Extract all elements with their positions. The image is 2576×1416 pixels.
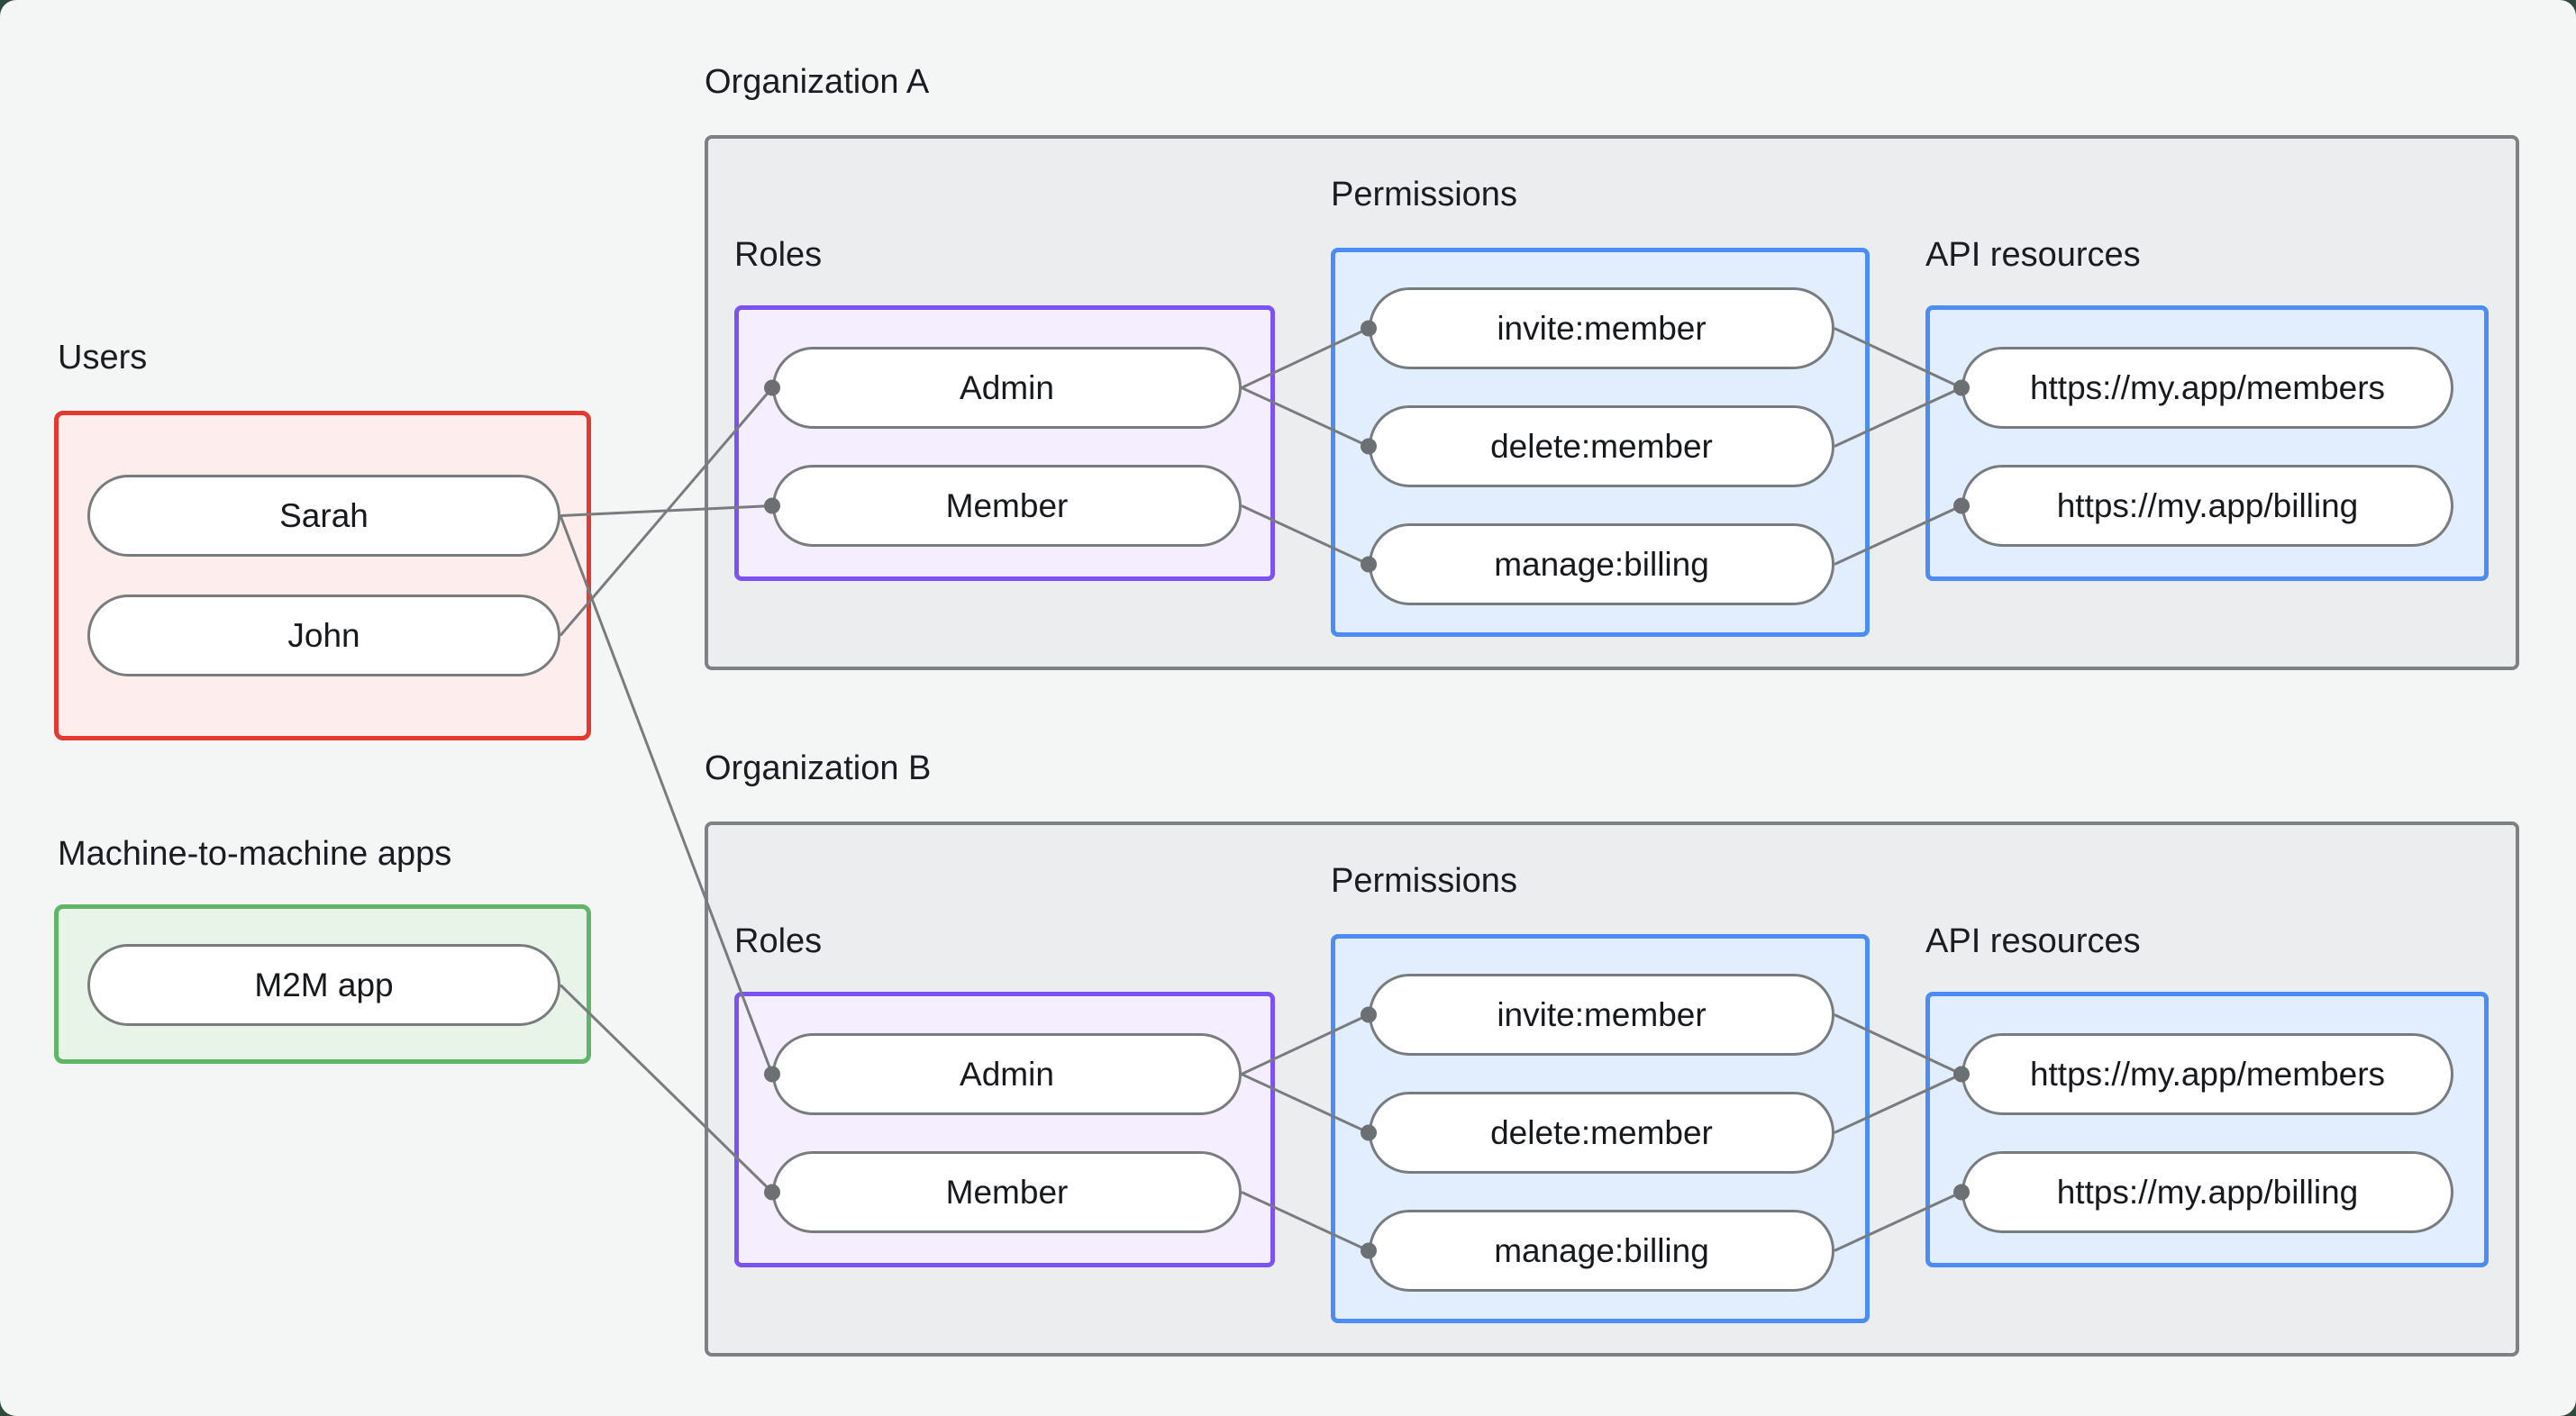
org-a-api-resources-label: API resources <box>1925 236 2141 274</box>
org-b-permission-delete-member: delete:member <box>1369 1092 1834 1174</box>
org-b-permission-manage-billing: manage:billing <box>1369 1210 1834 1292</box>
org-b-permissions-label: Permissions <box>1331 862 1517 900</box>
m2m-section-label: Machine-to-machine apps <box>58 835 452 873</box>
org-a-permission-manage-billing: manage:billing <box>1369 523 1834 605</box>
org-b-resource-billing: https://my.app/billing <box>1962 1151 2453 1233</box>
org-b-resource-members: https://my.app/members <box>1962 1033 2453 1115</box>
org-a-resource-members: https://my.app/members <box>1962 347 2453 429</box>
org-b-api-resources-label: API resources <box>1925 922 2141 960</box>
org-b-title: Organization B <box>705 749 932 787</box>
org-a-role-admin: Admin <box>772 347 1242 429</box>
org-a-permissions-label: Permissions <box>1331 176 1517 213</box>
org-a-roles-label: Roles <box>734 236 823 274</box>
user-node-john: John <box>87 595 560 676</box>
org-a-title: Organization A <box>705 63 930 101</box>
m2m-node-app: M2M app <box>87 944 560 1026</box>
org-b-role-member: Member <box>772 1151 1242 1233</box>
org-a-role-member: Member <box>772 465 1242 547</box>
user-node-sarah: Sarah <box>87 475 560 557</box>
users-group-box <box>54 411 591 740</box>
org-b-permission-invite-member: invite:member <box>1369 974 1834 1056</box>
users-section-label: Users <box>58 339 148 377</box>
org-a-permission-delete-member: delete:member <box>1369 405 1834 487</box>
org-a-resource-billing: https://my.app/billing <box>1962 465 2453 547</box>
org-a-permission-invite-member: invite:member <box>1369 287 1834 369</box>
org-b-role-admin: Admin <box>772 1033 1242 1115</box>
org-b-roles-label: Roles <box>734 922 823 960</box>
